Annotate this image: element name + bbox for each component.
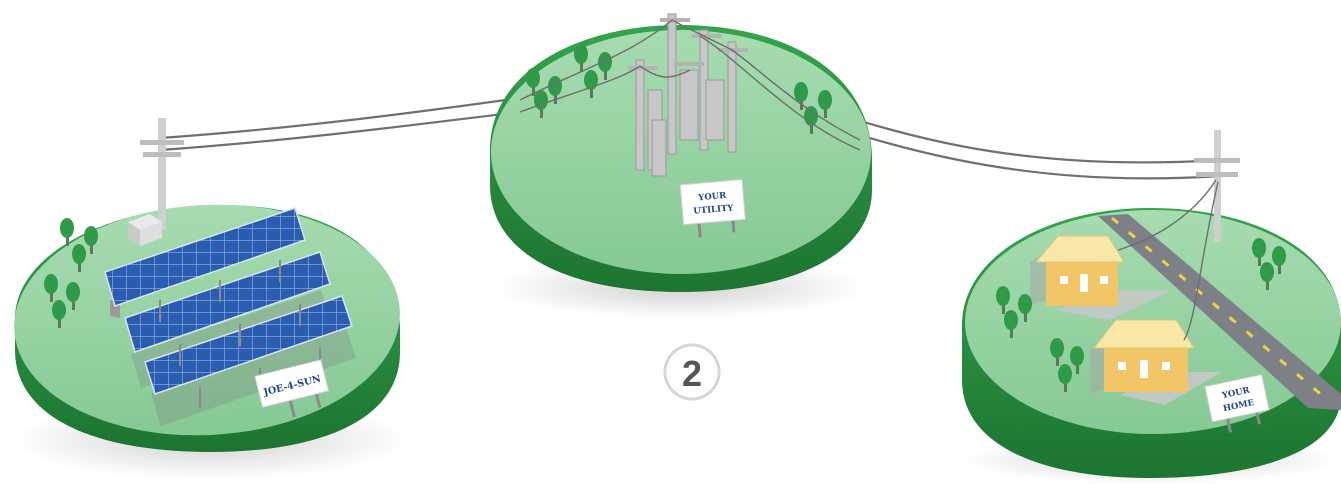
step-badge-number: 2 [682, 353, 702, 394]
utility-island [490, 25, 872, 318]
step-badge: 2 [665, 345, 719, 399]
